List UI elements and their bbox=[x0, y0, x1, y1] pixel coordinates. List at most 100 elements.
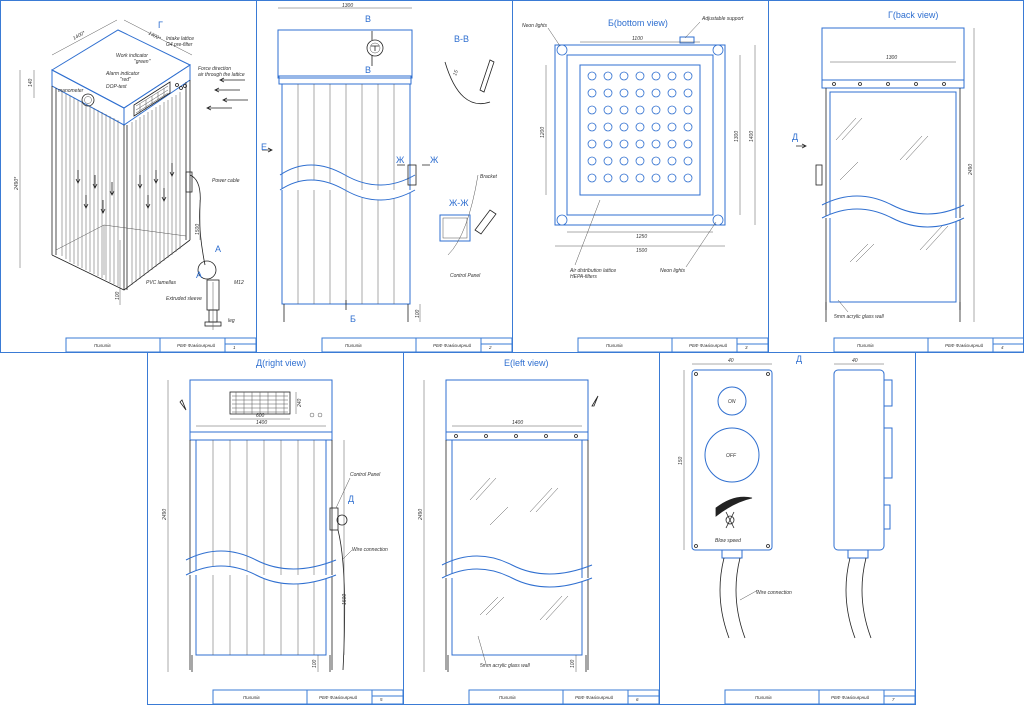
svg-text:PVC lamellas: PVC lamellas bbox=[146, 280, 177, 286]
lattice-hole bbox=[587, 88, 597, 98]
lattice-hole bbox=[635, 122, 645, 132]
tb-sheet: 4 bbox=[1001, 345, 1004, 350]
lattice-hole bbox=[667, 122, 677, 132]
tb-org: РБФ Фамільярний bbox=[575, 694, 614, 700]
svg-text:Work indicator: Work indicator bbox=[116, 53, 148, 59]
svg-text:240: 240 bbox=[297, 398, 303, 408]
tb-org: РБФ Фамільярний bbox=[319, 694, 358, 700]
control-panel-side bbox=[833, 369, 885, 551]
svg-text:Wire connection: Wire connection bbox=[352, 547, 388, 553]
svg-text:Blow speed: Blow speed bbox=[715, 538, 741, 544]
svg-text:Force direction: Force direction bbox=[198, 66, 231, 72]
svg-text:Ж: Ж bbox=[430, 155, 439, 165]
svg-text:1300: 1300 bbox=[734, 131, 740, 142]
tb-pointer: Пилипів bbox=[606, 343, 623, 348]
intake-lattice bbox=[133, 81, 171, 117]
lattice-hole bbox=[587, 173, 597, 183]
lattice-hole bbox=[667, 156, 677, 166]
air-distribution-lattice bbox=[587, 71, 693, 183]
lattice-hole bbox=[603, 105, 613, 115]
svg-text:В-В: В-В bbox=[454, 34, 469, 44]
svg-text:Д: Д bbox=[348, 494, 354, 504]
svg-text:2490*: 2490* bbox=[14, 176, 20, 191]
svg-text:40: 40 bbox=[852, 358, 858, 364]
titleblock-2: Пилипів РБФ Фамільярний 2 bbox=[321, 337, 513, 353]
svg-text:1300: 1300 bbox=[342, 3, 353, 9]
tb-org: РБФ Фамільярний bbox=[945, 342, 984, 348]
lattice-hole bbox=[603, 156, 613, 166]
lattice-hole bbox=[651, 122, 661, 132]
svg-text:1400: 1400 bbox=[256, 420, 267, 426]
manometer-icon bbox=[81, 93, 95, 107]
tb-org: РБФ Фамільярний bbox=[689, 342, 728, 348]
tb-sheet: 7 bbox=[892, 697, 895, 702]
lattice-hole bbox=[635, 105, 645, 115]
tb-pointer: Пилипів bbox=[857, 343, 874, 348]
svg-text:"green": "green" bbox=[134, 59, 151, 65]
front-view: В В 1300 100 Е Ж Ж Б В-В 15 Ж-Ж Bracket … bbox=[261, 3, 498, 324]
tb-sheet: 6 bbox=[636, 697, 639, 702]
svg-text:Control Panel: Control Panel bbox=[350, 472, 381, 478]
lattice-hole bbox=[603, 88, 613, 98]
lattice-hole bbox=[667, 105, 677, 115]
svg-text:OFF: OFF bbox=[726, 453, 737, 459]
svg-text:Ж: Ж bbox=[396, 155, 405, 165]
lattice-hole bbox=[603, 122, 613, 132]
tb-sheet: 1 bbox=[233, 345, 236, 350]
svg-text:DOP-test: DOP-test bbox=[106, 84, 127, 90]
tb-sheet: 5 bbox=[380, 697, 383, 702]
lattice-hole bbox=[587, 71, 597, 81]
titleblock-3: Пилипів РБФ Фамільярний 3 bbox=[577, 337, 769, 353]
tb-org: РБФ Фамільярний bbox=[433, 342, 472, 348]
svg-text:40: 40 bbox=[728, 358, 734, 364]
svg-text:2490: 2490 bbox=[418, 509, 424, 521]
lattice-hole bbox=[619, 139, 629, 149]
tb-sheet: 3 bbox=[745, 345, 748, 350]
svg-text:2490: 2490 bbox=[968, 164, 974, 176]
off-button bbox=[704, 427, 760, 483]
svg-text:1200: 1200 bbox=[540, 127, 546, 138]
view-title-bottom: Б(bottom view) bbox=[608, 18, 668, 28]
lattice-hole bbox=[683, 173, 693, 183]
svg-text:A: A bbox=[196, 270, 202, 280]
tb-org: РБФ Фамільярний bbox=[831, 694, 870, 700]
svg-text:2490: 2490 bbox=[162, 509, 168, 521]
view-title-left: Е(left view) bbox=[504, 358, 549, 368]
lattice-hole bbox=[667, 139, 677, 149]
svg-text:1250: 1250 bbox=[636, 234, 647, 240]
svg-text:leg: leg bbox=[228, 318, 235, 324]
svg-text:G4 pre-filter: G4 pre-filter bbox=[166, 42, 193, 48]
svg-text:1100: 1100 bbox=[632, 36, 643, 42]
svg-text:100: 100 bbox=[570, 659, 576, 668]
view-title-panel: Д bbox=[796, 354, 802, 364]
svg-text:15: 15 bbox=[452, 69, 460, 76]
svg-text:Е: Е bbox=[261, 142, 267, 152]
svg-text:В: В bbox=[365, 14, 371, 24]
svg-text:M12: M12 bbox=[234, 280, 244, 286]
panel-detail: Д ON OFF Blow speed 40 150 Wire connecti… bbox=[678, 354, 893, 639]
svg-text:HEPA-filters: HEPA-filters bbox=[570, 274, 597, 280]
lattice-hole bbox=[635, 173, 645, 183]
lattice-hole bbox=[651, 88, 661, 98]
lattice-hole bbox=[651, 71, 661, 81]
tb-pointer: Пилипів bbox=[755, 695, 772, 700]
svg-text:1300: 1300 bbox=[886, 55, 897, 61]
lattice-hole bbox=[635, 139, 645, 149]
lattice-hole bbox=[683, 122, 693, 132]
svg-text:100: 100 bbox=[312, 659, 318, 668]
svg-text:Alarm indicator: Alarm indicator bbox=[105, 71, 140, 77]
section-mark-g: Г bbox=[158, 20, 163, 30]
lattice-hole bbox=[619, 156, 629, 166]
svg-text:В: В bbox=[365, 65, 371, 75]
lattice-hole bbox=[587, 105, 597, 115]
lattice-hole bbox=[667, 173, 677, 183]
svg-text:1500: 1500 bbox=[636, 248, 647, 254]
svg-text:Д: Д bbox=[792, 132, 798, 142]
titleblock-1: Пилипів РБФ Фамільярний 1 bbox=[65, 337, 257, 353]
svg-text:1400: 1400 bbox=[512, 420, 523, 426]
svg-text:Extruded sleeve: Extruded sleeve bbox=[166, 296, 202, 302]
tb-pointer: Пилипів bbox=[94, 343, 111, 348]
svg-text:600: 600 bbox=[256, 413, 265, 419]
tb-pointer: Пилипів bbox=[243, 695, 260, 700]
lattice-hole bbox=[619, 173, 629, 183]
